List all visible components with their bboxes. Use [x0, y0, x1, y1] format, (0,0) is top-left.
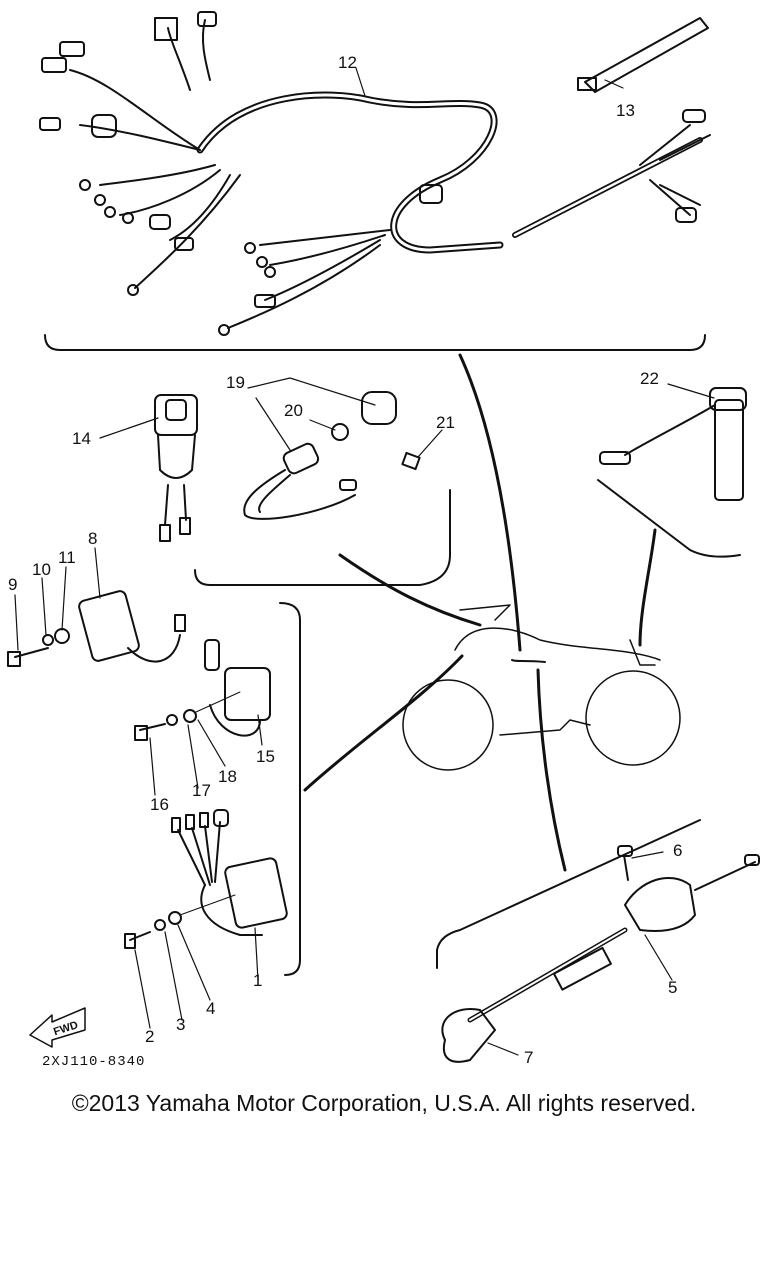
- callout-22: 22: [640, 369, 659, 388]
- callout-15: 15: [256, 747, 275, 766]
- callout-20: 20: [284, 401, 303, 420]
- callout-17: 17: [192, 781, 211, 800]
- wire-harness-12: [39, 11, 711, 351]
- throttle-group: [436, 819, 760, 1063]
- callout-19: 19: [226, 373, 245, 392]
- callout-2: 2: [145, 1027, 154, 1046]
- callout-12: 12: [338, 53, 357, 72]
- drawing-code: 2XJ110-8340: [42, 1054, 146, 1070]
- locator-lines: [303, 353, 657, 872]
- callout-16: 16: [150, 795, 169, 814]
- atv-silhouette: [402, 604, 681, 771]
- main-switch-14: [154, 394, 198, 542]
- callout-4: 4: [206, 999, 215, 1018]
- callout-10: 10: [32, 560, 51, 579]
- callout-1: 1: [253, 971, 262, 990]
- callout-9: 9: [8, 575, 17, 594]
- copyright-notice: ©2013 Yamaha Motor Corporation, U.S.A. A…: [71, 1090, 697, 1116]
- rectifier-unit-1: [124, 809, 288, 949]
- callout-13: 13: [616, 101, 635, 120]
- cdi-unit-8: [7, 590, 186, 667]
- callout-6: 6: [673, 841, 682, 860]
- callout-3: 3: [176, 1015, 185, 1034]
- indicator-group-19-21: [194, 391, 451, 586]
- callout-18: 18: [218, 767, 237, 786]
- callout-5: 5: [668, 978, 677, 997]
- callout-21: 21: [436, 413, 455, 432]
- callout-leaders: [14, 67, 715, 1056]
- ignition-group-bracket: [279, 602, 301, 976]
- thermo-unit-22: [597, 387, 747, 558]
- tie-band-13: [577, 17, 709, 93]
- ignition-coil-15: [134, 639, 271, 741]
- fwd-arrow-icon: FWD: [29, 1007, 86, 1048]
- callout-7: 7: [524, 1048, 533, 1067]
- parts-diagram: FWD 1 2 3 4 5 6 7 8 9 10 11 12 13 14 15 …: [7, 11, 760, 1067]
- callout-11: 11: [58, 548, 76, 567]
- callout-14: 14: [72, 429, 91, 448]
- callout-8: 8: [88, 529, 97, 548]
